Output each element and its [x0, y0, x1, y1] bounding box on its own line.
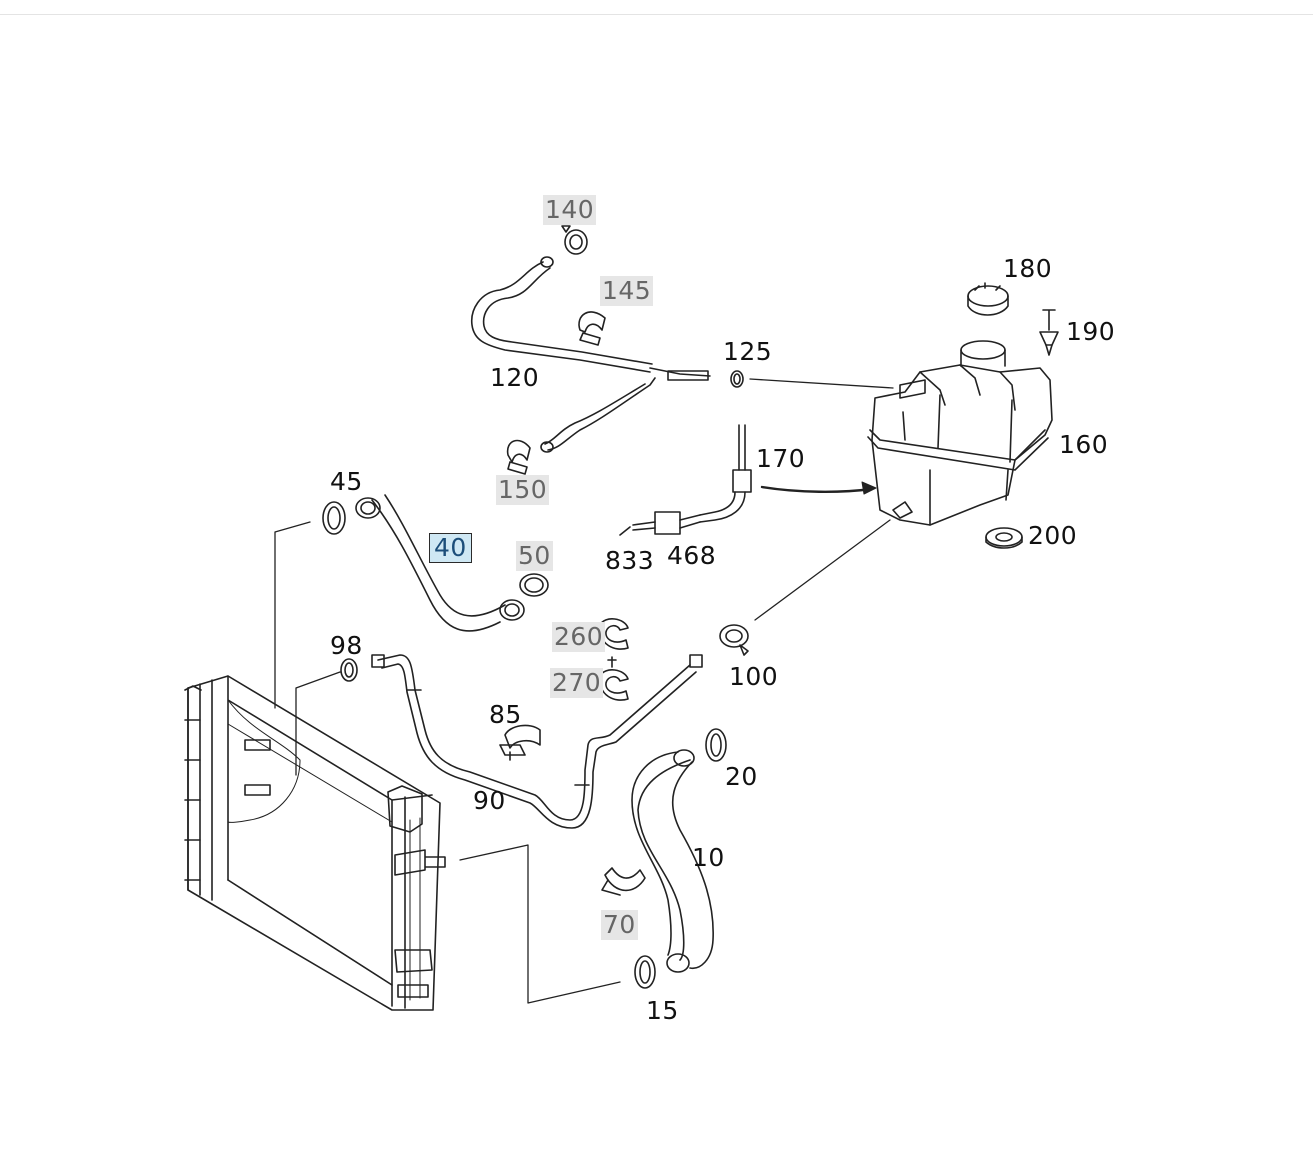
clip-270[interactable]: [599, 656, 629, 701]
damper-200[interactable]: [985, 527, 1023, 549]
label-140[interactable]: 140: [543, 195, 597, 225]
label-40[interactable]: 40: [429, 533, 472, 563]
label-180[interactable]: 180: [1003, 254, 1053, 283]
expansion-tank-160[interactable]: [867, 340, 1053, 526]
label-150[interactable]: 150: [496, 475, 550, 505]
label-10[interactable]: 10: [692, 843, 725, 872]
label-50[interactable]: 50: [516, 541, 553, 571]
label-125[interactable]: 125: [723, 337, 773, 366]
screw-190[interactable]: [1039, 309, 1059, 356]
hose-10[interactable]: [631, 749, 714, 973]
label-15[interactable]: 15: [646, 996, 679, 1025]
arrow-head: [861, 481, 877, 495]
label-270[interactable]: 270: [550, 668, 604, 698]
leader-100: [754, 519, 891, 621]
label-85[interactable]: 85: [489, 700, 522, 729]
label-160[interactable]: 160: [1059, 430, 1109, 459]
clip-70[interactable]: [601, 867, 646, 896]
label-468[interactable]: 468: [667, 541, 717, 570]
clamp-145[interactable]: [578, 311, 606, 346]
label-100[interactable]: 100: [729, 662, 779, 691]
label-145[interactable]: 145: [600, 276, 654, 306]
clamp-150[interactable]: [506, 439, 531, 475]
radiator[interactable]: [184, 675, 446, 1011]
seal-50[interactable]: [519, 573, 549, 597]
label-98[interactable]: 98: [330, 631, 363, 660]
clamp-140[interactable]: [561, 225, 588, 255]
connector-468[interactable]: [654, 511, 701, 535]
top-divider: [0, 14, 1313, 15]
pipe-90[interactable]: [371, 654, 703, 829]
label-70[interactable]: 70: [601, 910, 638, 940]
leader-125: [749, 378, 894, 389]
label-190[interactable]: 190: [1066, 317, 1116, 346]
leader-15: [459, 844, 621, 1004]
leader-45: [274, 521, 311, 709]
label-45[interactable]: 45: [330, 467, 363, 496]
clip-260[interactable]: [599, 618, 629, 650]
seal-98[interactable]: [340, 658, 358, 682]
seal-125[interactable]: [730, 370, 744, 388]
clamp-85[interactable]: [499, 724, 541, 761]
cap-180[interactable]: [967, 282, 1009, 316]
seal-45[interactable]: [322, 501, 346, 535]
plug-833[interactable]: [619, 521, 656, 536]
hose-40[interactable]: [355, 494, 525, 632]
direction-arrow: [760, 485, 874, 493]
label-120[interactable]: 120: [490, 363, 540, 392]
label-20[interactable]: 20: [725, 762, 758, 791]
label-833[interactable]: 833: [605, 546, 655, 575]
label-200[interactable]: 200: [1028, 521, 1078, 550]
level-sensor-170[interactable]: [699, 424, 752, 523]
label-90[interactable]: 90: [473, 786, 506, 815]
label-170[interactable]: 170: [756, 444, 806, 473]
hose-120[interactable]: [471, 256, 711, 453]
seal-15[interactable]: [634, 955, 656, 989]
clamp-100[interactable]: [719, 624, 749, 656]
leader-98: [295, 671, 341, 776]
label-260[interactable]: 260: [552, 622, 606, 652]
seal-20[interactable]: [705, 728, 727, 762]
